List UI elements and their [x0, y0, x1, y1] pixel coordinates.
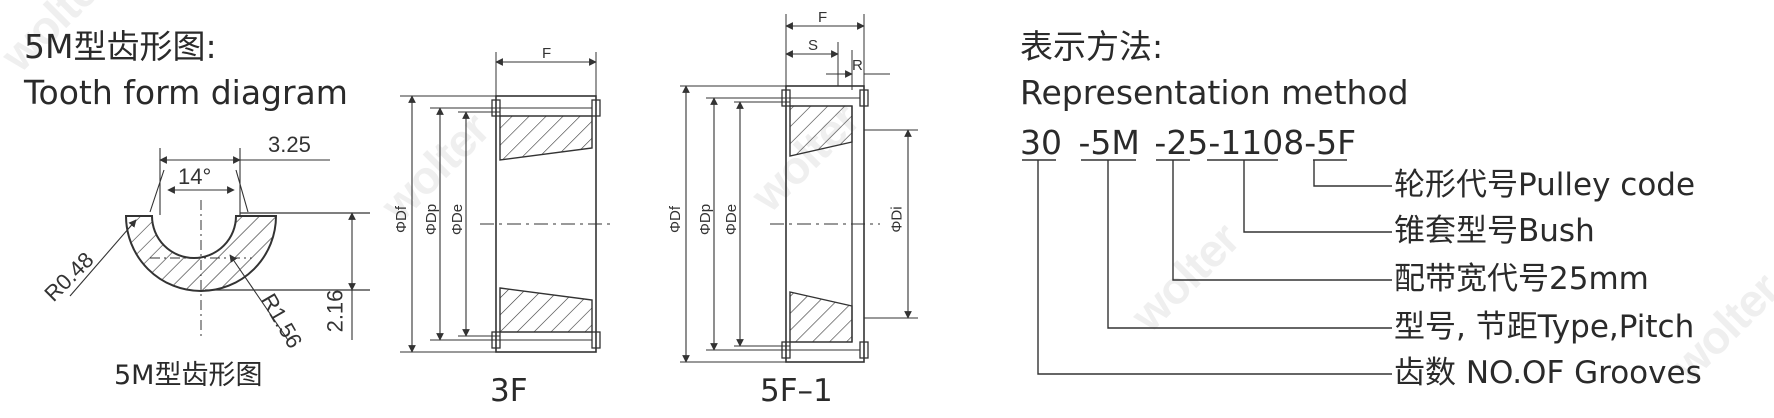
pulley-3f-de-label: ΦDe	[449, 203, 467, 236]
code-sep: -	[1154, 123, 1167, 162]
representation-leaders	[1022, 159, 1392, 375]
item-width: 配带宽代号25mm	[1394, 261, 1649, 297]
representation-title-en: Representation method	[1020, 73, 1409, 112]
pulley-5f1-s-label: S	[808, 37, 819, 54]
pulley-3f-df-label: ΦDf	[392, 206, 410, 233]
pulley-5f1-di-label: ΦDi	[888, 206, 906, 233]
code-part-bush: 1108	[1220, 123, 1305, 162]
code-sep: -	[1208, 123, 1221, 162]
code-sep: -	[1304, 123, 1317, 162]
representation-title-cn: 表示方法:	[1020, 27, 1164, 66]
pulley-5f1-de-label: ΦDe	[723, 203, 741, 236]
pulley-5f1-r-label: R	[852, 57, 863, 74]
representation-code: 30 -5M -25-1108-5F	[1020, 126, 1356, 159]
pulley-3f-dp-label: ΦDp	[423, 203, 441, 236]
item-bush: 锥套型号Bush	[1394, 213, 1595, 249]
tooth-form-caption: 5M型齿形图	[114, 360, 263, 391]
pulley-3f-f-label: F	[542, 45, 552, 62]
item-type-pitch: 型号, 节距Type,Pitch	[1394, 309, 1695, 345]
code-part-width: 25	[1166, 123, 1209, 162]
tooth-form-title-cn: 5M型齿形图:	[24, 27, 217, 66]
item-pulley-code: 轮形代号Pulley code	[1394, 167, 1696, 203]
item-grooves: 齿数 NO.OF Grooves	[1394, 355, 1702, 391]
dim-depth-label: 2.16	[322, 289, 348, 333]
pulley-5f1-dp-label: ΦDp	[697, 203, 715, 236]
code-sep: -	[1078, 123, 1091, 162]
tooth-form-drawing	[69, 148, 370, 341]
code-part-pitch: 5M	[1090, 123, 1140, 162]
pulley-5f1-df-label: ΦDf	[666, 206, 684, 233]
code-part-pulley: 5F	[1316, 123, 1357, 162]
pulley-5f1-f-label: F	[818, 9, 828, 26]
pulley-5f1-caption: 5F–1	[760, 373, 833, 409]
pulley-3f-drawing	[400, 52, 612, 353]
dim-angle-label: 14°	[178, 164, 212, 189]
pulley-3f-caption: 3F	[490, 373, 528, 409]
pulley-5f1-drawing	[680, 14, 918, 363]
dim-width-label: 3.25	[268, 132, 311, 157]
tooth-form-title-en: Tooth form diagram	[24, 73, 348, 112]
code-part-count: 30	[1020, 123, 1062, 162]
